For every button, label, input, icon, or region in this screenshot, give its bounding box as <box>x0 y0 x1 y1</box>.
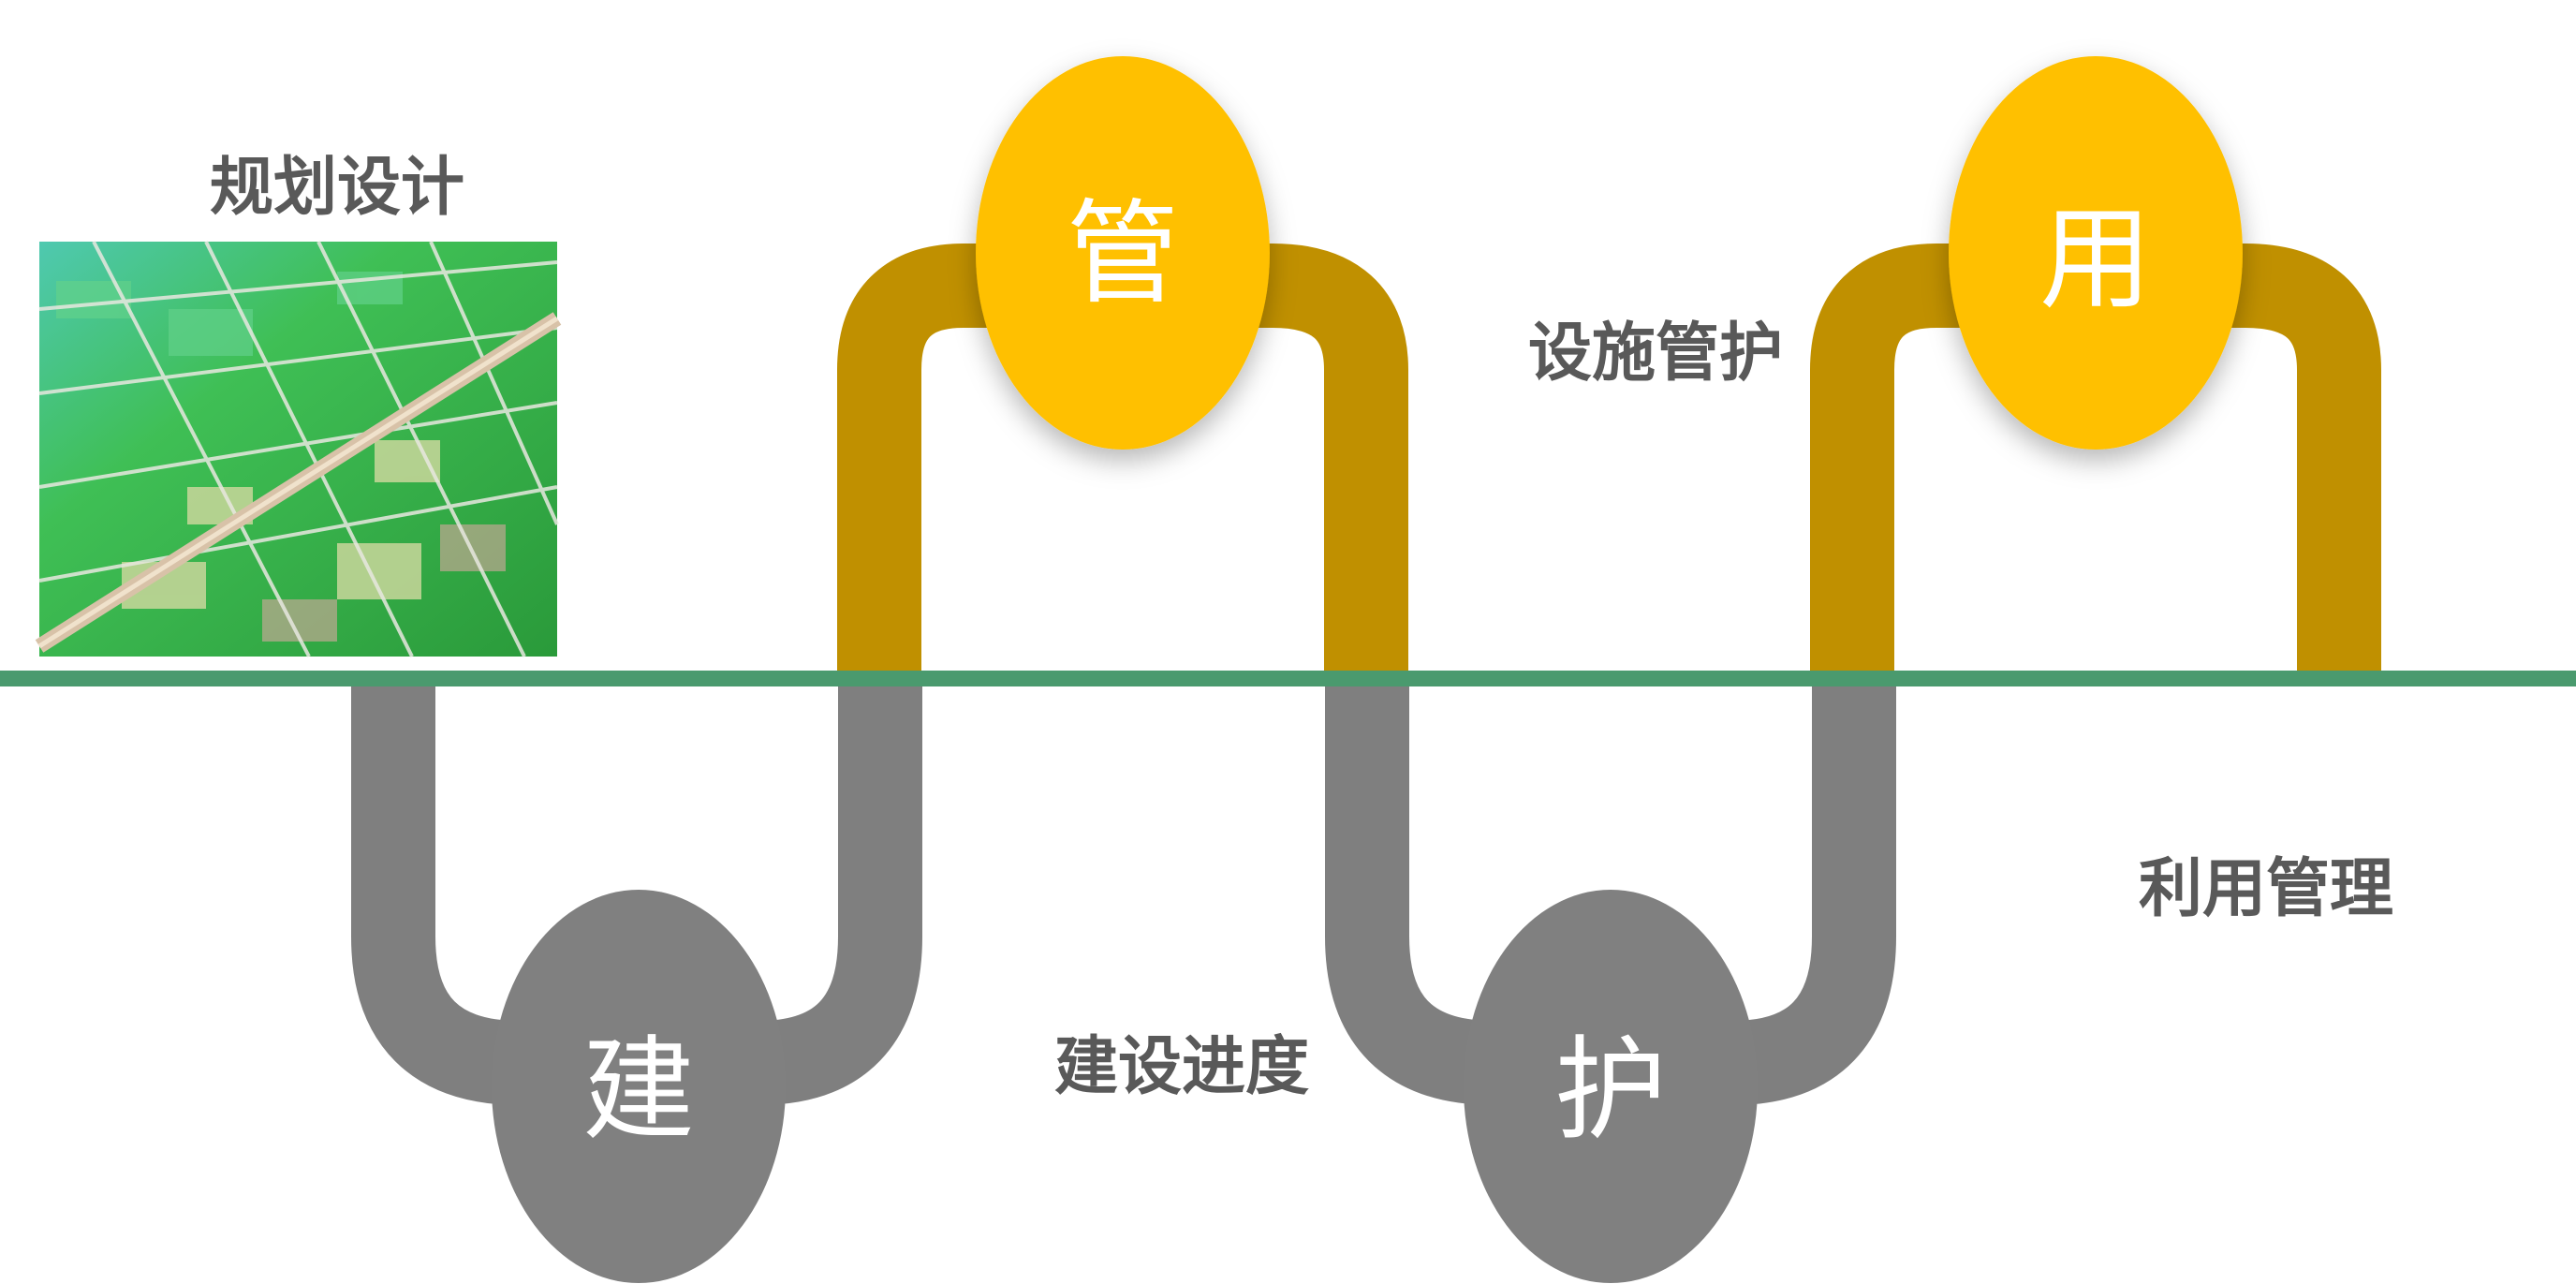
label-utilization-management: 利用管理 <box>2139 852 2393 926</box>
farmland-photo <box>35 241 562 657</box>
node-build-label: 建 <box>582 1026 695 1156</box>
baseline <box>0 671 2576 686</box>
node-protect: 护 <box>1464 890 1758 1283</box>
gold-pipe-use <box>1810 244 2381 672</box>
node-use: 用 <box>1949 56 2243 450</box>
node-manage: 管 <box>976 56 1270 450</box>
label-construction-progress: 建设进度 <box>1054 1030 1309 1104</box>
gold-pipe-manage <box>837 244 1408 672</box>
node-use-label: 用 <box>2039 195 2152 325</box>
label-facility-maintenance: 设施管护 <box>1528 317 1783 391</box>
gold-pipes <box>837 244 2381 672</box>
node-build: 建 <box>492 890 786 1283</box>
label-plan-design: 规划设计 <box>210 151 464 225</box>
node-manage-label: 管 <box>1067 189 1179 319</box>
node-protect-label: 护 <box>1554 1026 1667 1156</box>
